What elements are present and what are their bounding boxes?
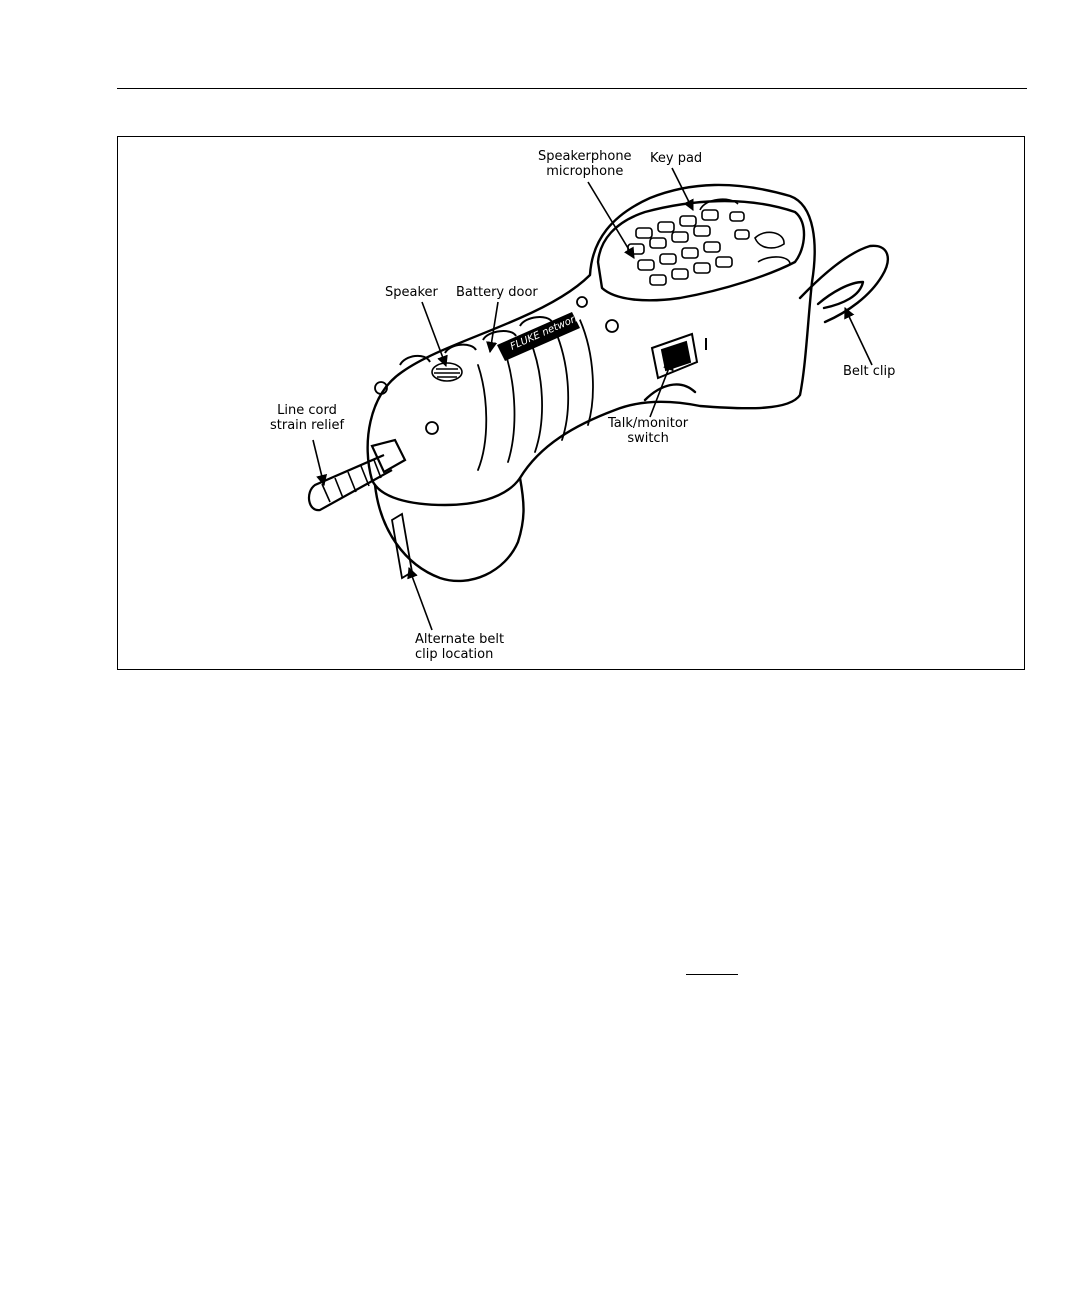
label-battery-door: Battery door — [456, 285, 538, 300]
belt-clip-shape — [800, 246, 888, 322]
speaker-grill — [432, 363, 462, 381]
line-cord-shape — [309, 440, 405, 510]
talk-monitor-switch-shape — [652, 334, 706, 378]
label-belt-clip: Belt clip — [843, 364, 895, 379]
housing-outline — [368, 185, 815, 505]
brand-logo: FLUKE networks — [509, 310, 587, 353]
label-talk-monitor-switch: Talk/monitor switch — [608, 416, 688, 446]
label-speaker: Speaker — [385, 285, 438, 300]
label-line-cord-strain-relief: Line cord strain relief — [270, 403, 344, 433]
keypad-buttons — [628, 199, 790, 285]
label-speakerphone-microphone: Speakerphone microphone — [538, 149, 632, 179]
label-key-pad: Key pad — [650, 151, 702, 166]
label-alternate-belt-clip: Alternate belt clip location — [415, 632, 504, 662]
footer-mark — [686, 974, 738, 975]
